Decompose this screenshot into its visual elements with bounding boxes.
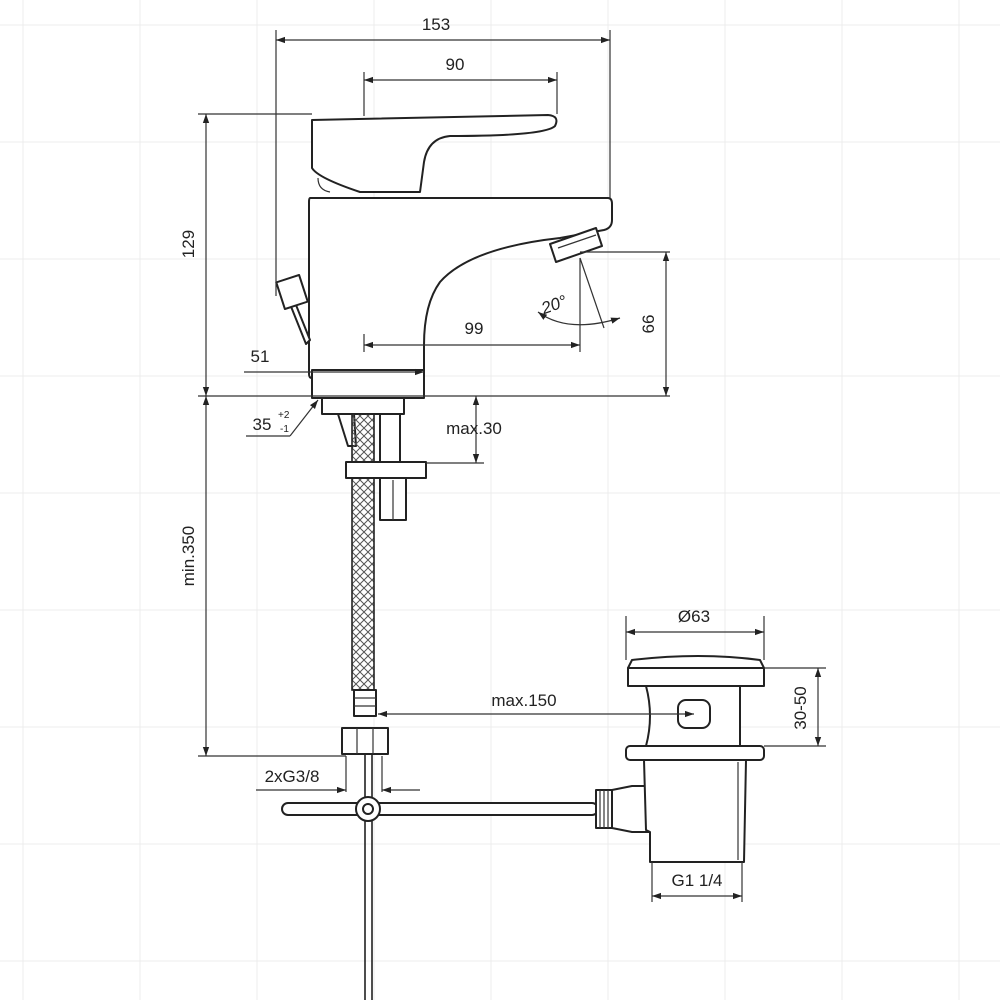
fixing-bracket xyxy=(345,461,427,479)
faucet xyxy=(275,114,613,415)
dim-spout-reach: 99 xyxy=(465,319,484,338)
faucet-base xyxy=(311,369,425,399)
hose-nut xyxy=(341,727,389,755)
dim-overall-width: 153 xyxy=(422,15,450,34)
dim-waste-range: 30-50 xyxy=(791,686,810,729)
dim-base-offset: 51 xyxy=(251,347,270,366)
pop-up-rod xyxy=(281,785,651,833)
waste-body xyxy=(643,759,747,863)
dim-waste-thread: G1 1/4 xyxy=(671,871,722,890)
dim-deck-thickness: max.30 xyxy=(446,419,502,438)
flexible-hose xyxy=(351,413,375,691)
aerator xyxy=(549,227,603,263)
dim-arc-20 xyxy=(537,311,621,326)
faucet-body xyxy=(308,197,613,379)
dim-spout-height: 66 xyxy=(639,315,658,334)
pop-up-waste xyxy=(625,655,765,863)
dim-connection-thread: 2xG3/8 xyxy=(265,767,320,786)
dim-handle-length: 90 xyxy=(446,55,465,74)
mounting-assembly xyxy=(337,413,427,1000)
dim-waste-diameter: Ø63 xyxy=(678,607,710,626)
dim-lever-tol-minus: -1 xyxy=(280,424,289,435)
dim-lever-tol-plus: +2 xyxy=(278,410,290,421)
dim-lever-angle: 35 xyxy=(253,415,272,434)
waste-cap xyxy=(627,655,765,669)
dim-hose-to-waste: max.150 xyxy=(491,691,556,710)
dim-height: 129 xyxy=(179,230,198,258)
handle-lever xyxy=(311,114,558,193)
dim-hose-length: min.350 xyxy=(179,526,198,586)
